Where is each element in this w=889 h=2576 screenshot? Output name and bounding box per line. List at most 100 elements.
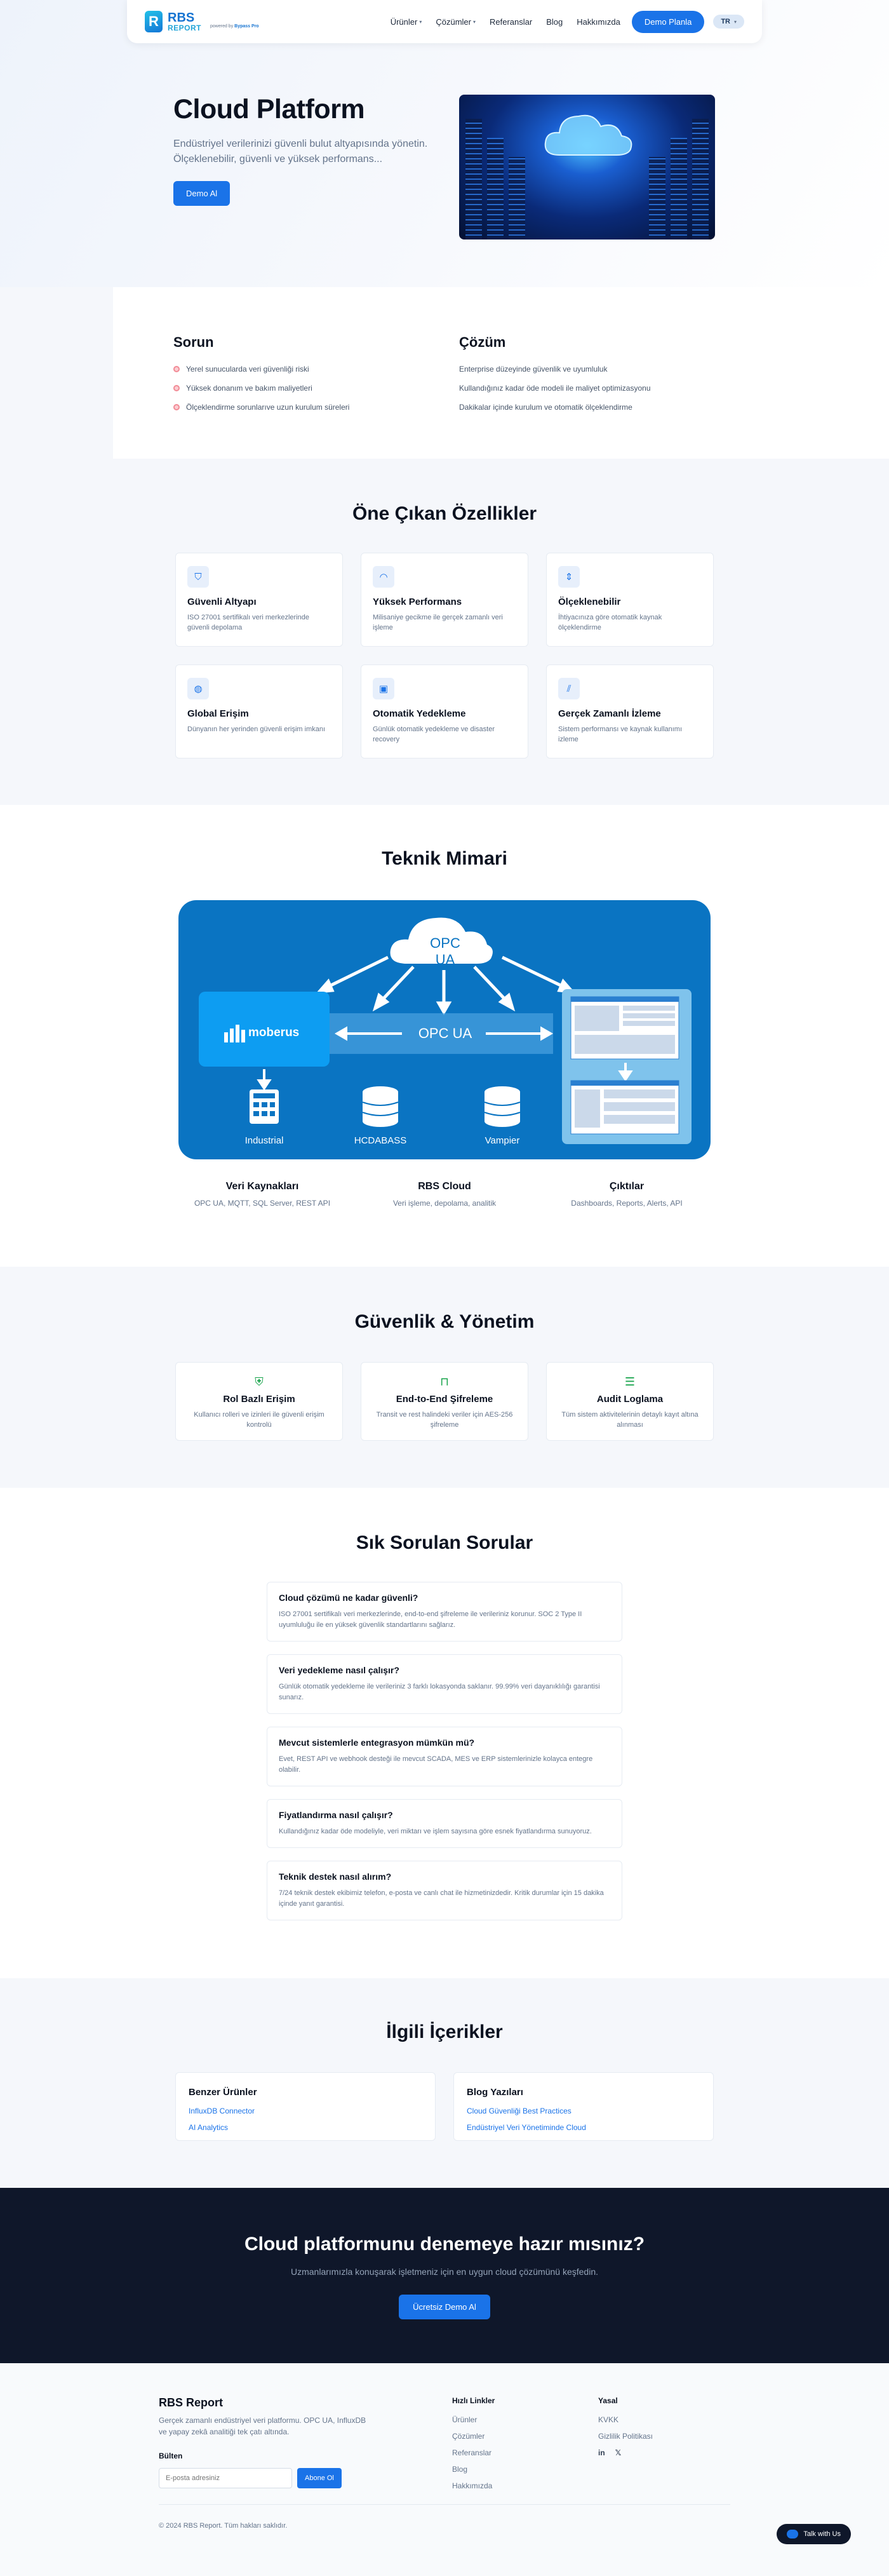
related-link-industrial-data[interactable]: Endüstriyel Veri Yönetiminde Cloud: [467, 2123, 586, 2132]
related-products-card: Benzer Ürünler InfluxDB Connector AI Ana…: [175, 2072, 436, 2141]
feature-title: Yüksek Performans: [373, 597, 462, 607]
architecture-section: Teknik Mimari: [0, 805, 889, 1267]
security-card: ⛨ Rol Bazlı Erişim Kullanıcı rolleri ve …: [175, 1362, 343, 1441]
footer-link-kvkk[interactable]: KVKK: [598, 2415, 619, 2424]
architecture-column-desc: OPC UA, MQTT, SQL Server, REST API: [194, 1199, 331, 1208]
security-section: Güvenlik & Yönetim ⛨ Rol Bazlı Erişim Ku…: [0, 1267, 889, 1488]
feature-title: Ölçeklenebilir: [558, 597, 621, 607]
flow-arrows: [315, 955, 577, 1016]
security-card-title: Audit Loglama: [596, 1394, 664, 1405]
footer-link-referanslar[interactable]: Referanslar: [452, 2448, 492, 2457]
feature-title: Güvenli Altyapı: [187, 597, 257, 607]
cloud-shape: [390, 917, 493, 964]
faq-section: Sık Sorulan Sorular Cloud çözümü ne kada…: [0, 1488, 889, 1978]
footer-quick-links-title: Hızlı Linkler: [452, 2396, 495, 2405]
nav-item-urunler[interactable]: Ürünler▾: [391, 17, 422, 27]
bus-label: OPC UA: [418, 1025, 472, 1041]
faq-item[interactable]: Fiyatlandırma nasıl çalışır? Kullandığın…: [267, 1799, 622, 1848]
dashboard-screen-bar: [571, 997, 679, 1002]
related-blog-card: Blog Yazıları Cloud Güvenliği Best Pract…: [453, 2072, 714, 2141]
faq-answer: Evet, REST API ve webhook desteği ile me…: [279, 1755, 593, 1774]
footer-legal-title: Yasal: [598, 2396, 618, 2405]
nav-item-referanslar[interactable]: Referanslar: [490, 17, 533, 27]
moberus-label: moberus: [248, 1026, 300, 1039]
faq-item[interactable]: Mevcut sistemlerle entegrasyon mümkün mü…: [267, 1727, 622, 1786]
related-section: İlgili İçerikler Benzer Ürünler InfluxDB…: [0, 1978, 889, 2188]
newsletter-subscribe-button[interactable]: Abone Ol: [297, 2468, 342, 2488]
security-card-title: End-to-End Şifreleme: [396, 1394, 493, 1405]
features-title: Öne Çıkan Özellikler: [352, 503, 537, 524]
related-link-ai-analytics[interactable]: AI Analytics: [189, 2123, 229, 2132]
nav-item-cozumler[interactable]: Çözümler▾: [436, 17, 476, 27]
faq-answer: Günlük otomatik yedekleme ile verilerini…: [279, 1683, 600, 1701]
server-rack: [692, 119, 709, 239]
faq-question: Veri yedekleme nasıl çalışır?: [279, 1665, 399, 1675]
free-demo-button[interactable]: Ücretsiz Demo Al: [399, 2295, 490, 2319]
cta-section: Cloud platformunu denemeye hazır mısınız…: [0, 2188, 889, 2363]
faq-title: Sık Sorulan Sorular: [356, 1532, 533, 1553]
feature-desc: ISO 27001 sertifikalı veri merkezlerinde…: [187, 614, 309, 631]
architecture-diagram: OPC UA OPC UA moberus Industrial HCDABAS…: [178, 900, 711, 1159]
logo-powered-brand: Bypass Pro: [234, 24, 259, 29]
cta-subtitle: Uzmanlarımızla konuşarak işletmeniz için…: [290, 2267, 598, 2277]
solution-column: Çözüm Enterprise düzeyinde güvenlik ve u…: [459, 334, 726, 422]
x-twitter-icon[interactable]: 𝕏: [615, 2448, 622, 2457]
footer-link-urunler[interactable]: Ürünler: [452, 2415, 478, 2424]
warning-dot-icon: [173, 366, 180, 372]
nav-item-hakkimizda[interactable]: Hakkımızda: [577, 17, 620, 27]
hero-title: Cloud Platform: [173, 94, 365, 125]
logo[interactable]: R RBS REPORT powered by Bypass Pro: [145, 11, 259, 32]
faq-question: Teknik destek nasıl alırım?: [279, 1871, 392, 1882]
footer-brand: RBS Report Gerçek zamanlı endüstriyel ve…: [159, 2396, 368, 2488]
footer-legal: Yasal KVKK Gizlilik Politikası in 𝕏: [598, 2396, 653, 2457]
language-selector[interactable]: TR▾: [713, 15, 744, 29]
hero-content: Cloud Platform Endüstriyel verilerinizi …: [173, 94, 453, 206]
footer-brand-title: RBS Report: [159, 2396, 224, 2409]
architecture-column: RBS Cloud Veri işleme, depolama, analiti…: [354, 1181, 535, 1208]
footer-link-hakkimizda[interactable]: Hakkımızda: [452, 2481, 493, 2490]
newsletter-email-input[interactable]: [159, 2468, 292, 2488]
footer-link-cozumler[interactable]: Çözümler: [452, 2432, 485, 2441]
moberus-logo-icon: [224, 1025, 245, 1042]
feature-card: ◠ Yüksek Performans Milisaniye gecikme i…: [361, 553, 528, 647]
footer-link-blog[interactable]: Blog: [452, 2465, 468, 2474]
faq-item[interactable]: Cloud çözümü ne kadar güvenli? ISO 27001…: [267, 1582, 622, 1642]
faq-answer: Kullandığınız kadar öde modeliyle, veri …: [279, 1828, 592, 1835]
security-card: ☰ Audit Loglama Tüm sistem aktivitelerin…: [546, 1362, 714, 1441]
demo-plan-button[interactable]: Demo Planla: [631, 10, 705, 33]
feature-card: ⇕ Ölçeklenebilir İhtiyacınıza göre otoma…: [546, 553, 714, 647]
problem-solution-section: Sorun Yerel sunucularda veri güvenliği r…: [0, 287, 889, 459]
cloud-icon: [544, 114, 632, 156]
chat-icon: [787, 2530, 799, 2539]
database-icon: [485, 1086, 520, 1127]
warning-dot-icon: [173, 385, 180, 391]
related-link-cloud-security[interactable]: Cloud Güvenliği Best Practices: [467, 2107, 572, 2115]
warning-dot-icon: [173, 404, 180, 410]
linkedin-icon[interactable]: in: [598, 2448, 605, 2457]
feature-desc: İhtiyacınıza göre otomatik kaynak ölçekl…: [558, 614, 662, 631]
solution-title: Çözüm: [459, 334, 506, 350]
solution-item: Kullandığınız kadar öde modeli ile maliy…: [459, 384, 651, 393]
hero-demo-button[interactable]: Demo Al: [173, 181, 231, 206]
faq-item[interactable]: Teknik destek nasıl alırım? 7/24 teknik …: [267, 1861, 622, 1920]
lock-icon: ⊓: [439, 1375, 450, 1388]
nav-item-blog[interactable]: Blog: [546, 17, 563, 27]
nav-label: Ürünler: [390, 17, 418, 27]
server-rack: [509, 157, 525, 239]
node-label-hcdabass: HCDABASS: [354, 1135, 407, 1146]
hero-subtitle: Endüstriyel verilerinizi güvenli bulut a…: [173, 138, 428, 165]
node-label-vampier: Vampier: [485, 1135, 520, 1146]
security-card-desc: Kullanıcı rolleri ve izinleri ile güvenl…: [194, 1411, 324, 1429]
related-link-influxdb[interactable]: InfluxDB Connector: [189, 2107, 255, 2115]
footer-quick-links: Hızlı Linkler Ürünler Çözümler Referansl…: [452, 2396, 495, 2498]
nav-label: Çözümler: [436, 17, 471, 27]
solution-item: Enterprise düzeyinde güvenlik ve uyumlul…: [459, 365, 608, 374]
talk-with-us-button[interactable]: Talk with Us: [777, 2524, 851, 2544]
industrial-node-icon: [250, 1089, 279, 1124]
problem-item-text: Yüksek donanım ve bakım maliyetleri: [186, 384, 312, 393]
footer-link-privacy[interactable]: Gizlilik Politikası: [598, 2432, 653, 2441]
footer-copyright: © 2024 RBS Report. Tüm hakları saklıdır.: [159, 2522, 288, 2530]
globe-icon: ◍: [187, 678, 209, 699]
feature-card: ⛉ Güvenli Altyapı ISO 27001 sertifikalı …: [175, 553, 343, 647]
faq-item[interactable]: Veri yedekleme nasıl çalışır? Günlük oto…: [267, 1654, 622, 1714]
